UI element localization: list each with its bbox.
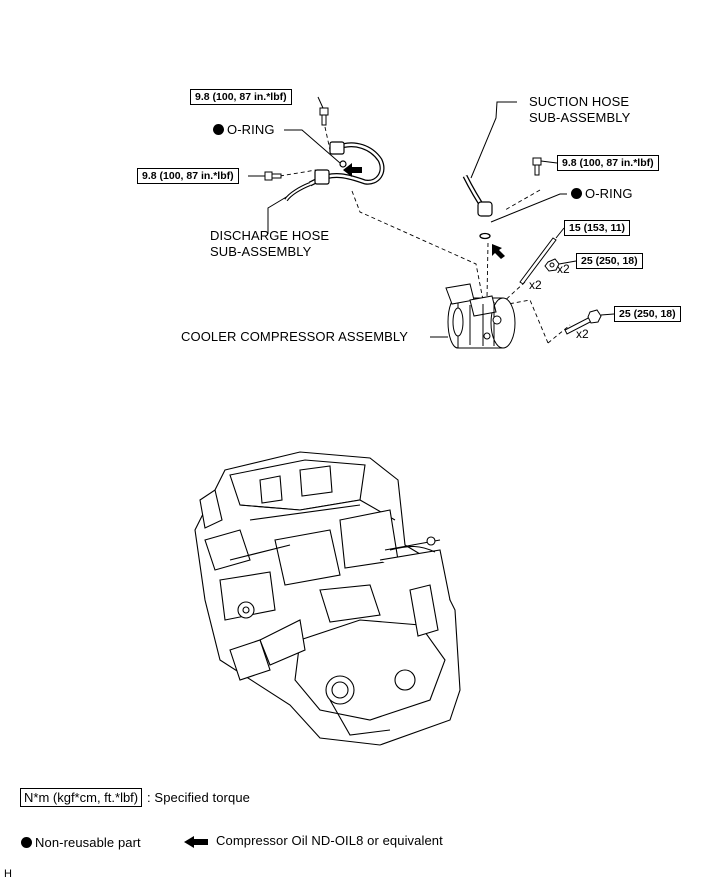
bolt-icon xyxy=(264,171,282,181)
discharge-hose-label: DISCHARGE HOSE SUB-ASSEMBLY xyxy=(210,228,330,259)
oil-arrow-icon xyxy=(492,244,505,259)
torque-stud-bolt: 15 (153, 11) xyxy=(564,220,631,236)
bolt-icon xyxy=(319,107,329,126)
discharge-hose-illustration xyxy=(284,141,385,202)
torque-suction-bolt: 9.8 (100, 87 in.*lbf) xyxy=(557,155,659,171)
legend-non-reusable: Non-reusable part xyxy=(21,835,141,851)
torque-discharge-bolt-top: 9.8 (100, 87 in.*lbf) xyxy=(190,89,292,105)
legend-oil: Compressor Oil ND-OIL8 or equivalent xyxy=(216,833,443,848)
suction-hose-illustration xyxy=(462,174,493,240)
stud-bolt-illustration xyxy=(519,237,557,285)
torque-compressor-bolt: 25 (250, 18) xyxy=(614,306,681,322)
oil-arrow-icon xyxy=(343,163,362,177)
o-ring-left-label: O-RING xyxy=(213,122,275,138)
qty-stud-bolt: x2 xyxy=(529,278,542,292)
bullet-icon xyxy=(213,124,224,135)
corner-mark: H xyxy=(4,868,13,880)
bullet-icon xyxy=(21,837,32,848)
compressor-label: COOLER COMPRESSOR ASSEMBLY xyxy=(181,329,409,344)
legend-torque-desc: : Specified torque xyxy=(147,790,250,805)
o-ring-right-label: O-RING xyxy=(571,186,633,202)
legend-torque-unit: N*m (kgf*cm, ft.*lbf) xyxy=(20,788,143,807)
leader-lines xyxy=(267,101,567,338)
oil-arrow-icon xyxy=(184,836,208,848)
qty-nut: x2 xyxy=(557,262,570,276)
qty-compressor-bolt: x2 xyxy=(576,327,589,341)
torque-discharge-bolt-side: 9.8 (100, 87 in.*lbf) xyxy=(137,168,239,184)
compressor-illustration xyxy=(445,283,516,349)
nut-icon xyxy=(544,258,560,272)
compressor-bolt-illustration xyxy=(564,309,602,335)
bullet-icon xyxy=(571,188,582,199)
bolt-icon xyxy=(532,157,542,176)
engine-illustration xyxy=(194,451,461,746)
torque-nut: 25 (250, 18) xyxy=(576,253,643,269)
suction-hose-label: SUCTION HOSE SUB-ASSEMBLY xyxy=(529,94,631,125)
